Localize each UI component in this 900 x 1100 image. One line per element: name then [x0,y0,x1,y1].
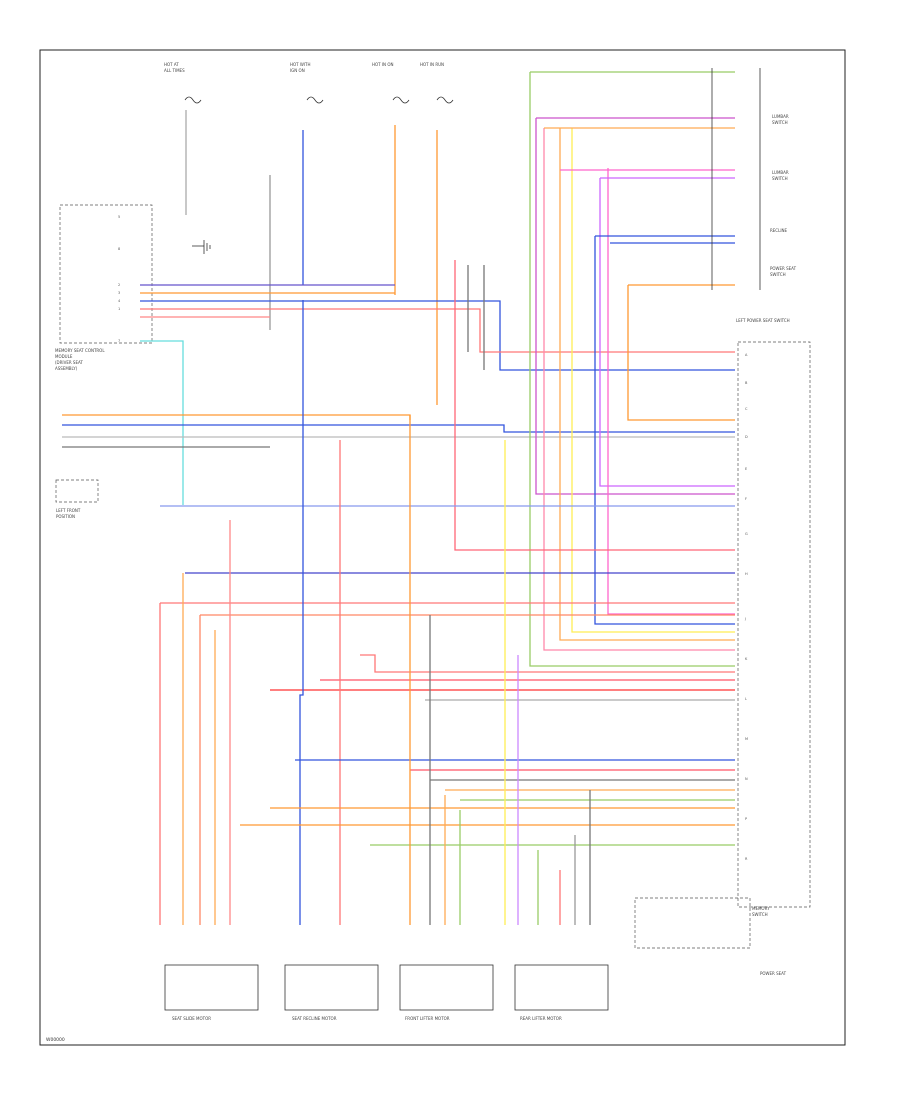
svg-text:RECLINE: RECLINE [770,228,788,233]
seat-motors: SEAT SLIDE MOTOR SEAT RECLINE MOTOR FRON… [164,964,609,1021]
svg-text:7: 7 [118,339,120,343]
svg-text:MEMORY SEAT CONTROL: MEMORY SEAT CONTROL [55,348,105,353]
svg-text:POSITION: POSITION [56,514,75,519]
svg-text:HOT IN RUN: HOT IN RUN [420,62,444,67]
svg-text:E: E [745,467,747,471]
svg-text:LUMBAR: LUMBAR [772,114,789,119]
svg-text:LEFT POWER SEAT SWITCH: LEFT POWER SEAT SWITCH [736,318,790,323]
svg-text:SWITCH: SWITCH [770,272,786,277]
svg-text:SEAT SLIDE MOTOR: SEAT SLIDE MOTOR [172,1016,211,1021]
wire-bundle [62,71,735,925]
fuse-icon [184,96,454,104]
svg-text:B: B [745,381,748,385]
svg-text:2: 2 [118,283,120,287]
svg-text:IGN ON: IGN ON [290,68,305,73]
svg-text:K: K [745,657,748,661]
svg-text:LUMBAR: LUMBAR [772,170,789,175]
svg-text:N: N [745,777,748,781]
svg-text:G: G [745,532,748,536]
power-seat-switch-connector: LEFT POWER SEAT SWITCH A B C D E F G H J… [736,318,811,908]
svg-text:5: 5 [118,215,120,219]
svg-text:SWITCH: SWITCH [772,120,788,125]
svg-text:MODULE: MODULE [55,354,73,359]
svg-text:4: 4 [118,299,121,303]
svg-text:F: F [745,497,747,501]
seat-sensor-switch: LEFT FRONT POSITION [55,479,99,519]
svg-text:D: D [745,435,748,439]
svg-text:POWER SEAT: POWER SEAT [770,266,797,271]
svg-text:(DRIVER SEAT: (DRIVER SEAT [55,360,83,365]
svg-text:1: 1 [118,307,120,311]
svg-text:FRONT LIFTER MOTOR: FRONT LIFTER MOTOR [405,1016,450,1021]
svg-text:M: M [745,737,748,741]
svg-text:L: L [745,697,747,701]
svg-text:HOT WITH: HOT WITH [290,62,310,67]
memory-seat-control-unit: MEMORY SEAT CONTROL MODULE (DRIVER SEAT … [55,204,153,371]
svg-text:J: J [744,617,746,621]
memory-switch-box: MEMORY SWITCH POWER SEAT [634,897,787,976]
svg-text:C: C [745,407,748,411]
figure-code: W00000 [46,1037,65,1043]
diagram-frame [39,49,846,1046]
svg-text:HOT AT: HOT AT [164,62,179,67]
svg-text:8: 8 [118,247,120,251]
svg-text:ASSEMBLY): ASSEMBLY) [55,366,78,371]
fuse-labels: HOT AT ALL TIMES HOT WITH IGN ON HOT IN … [164,62,444,73]
svg-text:POWER SEAT: POWER SEAT [760,971,787,976]
svg-text:REAR LIFTER MOTOR: REAR LIFTER MOTOR [520,1016,562,1021]
svg-text:H: H [745,572,748,576]
svg-text:HOT IN ON: HOT IN ON [372,62,393,67]
ground-icon [192,240,211,254]
svg-text:P: P [745,817,747,821]
svg-text:A: A [745,353,748,357]
svg-text:SEAT RECLINE MOTOR: SEAT RECLINE MOTOR [292,1016,337,1021]
svg-text:3: 3 [118,291,120,295]
svg-text:SWITCH: SWITCH [772,176,788,181]
svg-text:SWITCH: SWITCH [752,912,768,917]
svg-text:ALL TIMES: ALL TIMES [164,68,185,73]
svg-text:R: R [745,857,748,861]
seat-switches: LUMBAR SWITCH LUMBAR SWITCH RECLINE POWE… [711,68,797,290]
svg-text:LEFT FRONT: LEFT FRONT [56,508,81,513]
svg-text:MEMORY: MEMORY [752,906,770,911]
